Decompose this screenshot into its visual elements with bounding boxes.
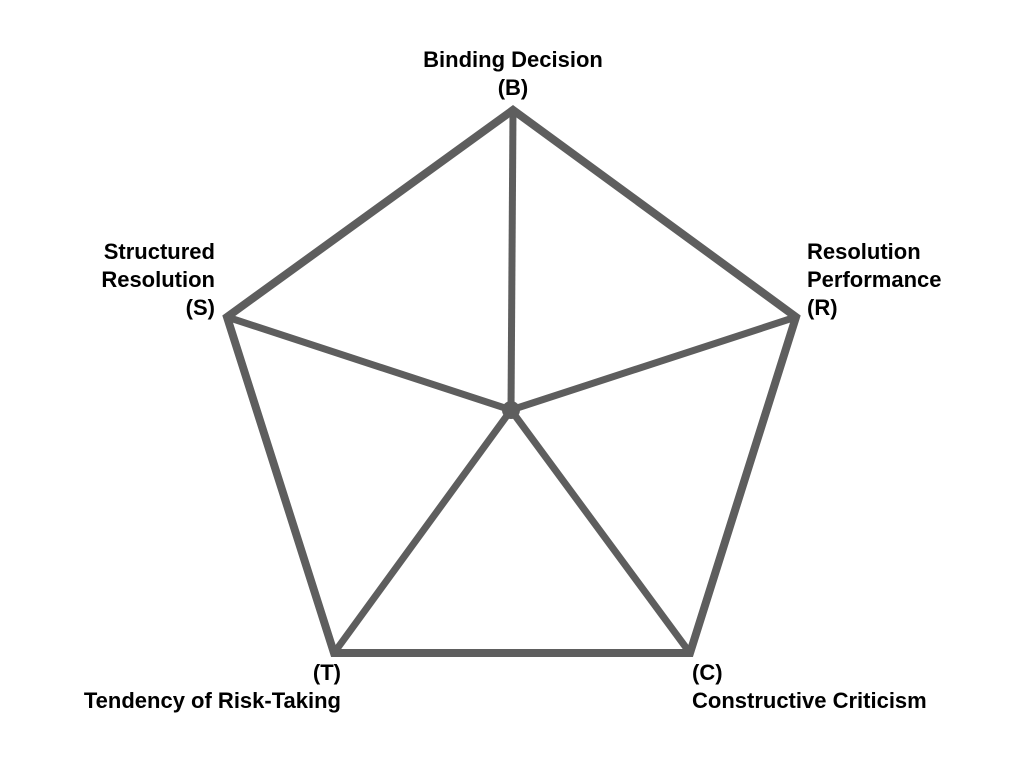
vertex-label-constructive-criticism: (C) Constructive Criticism bbox=[692, 659, 927, 715]
vertex-key-s: (S) bbox=[185, 295, 215, 320]
spoke-constructive-criticism bbox=[508, 407, 693, 656]
pentagon-outline bbox=[222, 105, 801, 657]
vertex-key-t: (T) bbox=[312, 660, 341, 685]
vertex-label-line: Performance bbox=[807, 267, 942, 292]
spoke-resolution-performance bbox=[509, 313, 798, 414]
vertex-key-c: (C) bbox=[692, 660, 723, 685]
center-dot bbox=[502, 401, 520, 419]
spoke-binding-decision bbox=[507, 109, 517, 411]
spoke-tendency-of-risk-taking bbox=[331, 407, 514, 656]
vertex-key-b: (B) bbox=[497, 75, 529, 100]
vertex-label-line: Resolution bbox=[807, 239, 921, 264]
vertex-key-r: (R) bbox=[807, 295, 838, 320]
vertex-label-line: Resolution bbox=[101, 267, 215, 292]
vertex-label-resolution-performance: Resolution Performance (R) bbox=[807, 238, 942, 322]
vertex-label-tendency-of-risk-taking: (T) Tendency of Risk-Taking bbox=[84, 659, 341, 715]
vertex-label-line: Constructive Criticism bbox=[692, 688, 927, 713]
vertex-label-line: Structured bbox=[103, 239, 215, 264]
vertex-label-line: Tendency of Risk-Taking bbox=[83, 688, 341, 713]
vertex-label-structured-resolution: Structured Resolution (S) bbox=[101, 238, 215, 322]
vertex-label-line: Binding Decision bbox=[423, 47, 603, 72]
spoke-structured-resolution bbox=[225, 313, 513, 414]
vertex-label-binding-decision: Binding Decision (B) bbox=[423, 46, 603, 102]
